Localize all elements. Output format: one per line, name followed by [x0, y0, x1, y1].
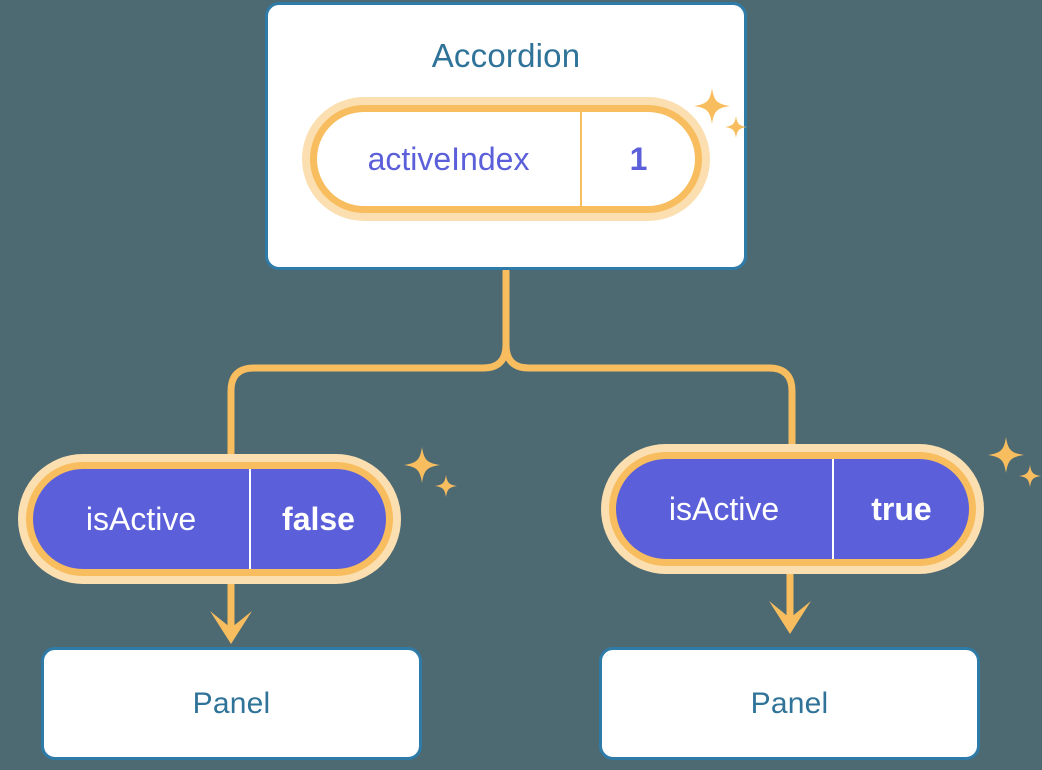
sparkle-group-left [404, 447, 457, 497]
state-pill-is-active-true[interactable]: isActive true [609, 452, 976, 566]
state-pill-value: false [282, 500, 355, 537]
sparkle-four-point-small-icon [1019, 465, 1041, 487]
state-pill-key: isActive [33, 469, 251, 569]
state-pill-key: isActive [616, 459, 834, 559]
sparkle-four-point-small-icon [435, 475, 457, 497]
state-pill-is-active-false[interactable]: isActive false [26, 462, 393, 576]
sparkle-four-point-large-icon [988, 437, 1024, 473]
panel-title: Panel [750, 686, 829, 720]
state-pill-active-index[interactable]: activeIndex 1 [310, 105, 702, 213]
arrow-down-icon-right [769, 566, 811, 634]
state-pill-key: activeIndex [317, 112, 582, 206]
sparkle-group-right [988, 437, 1041, 487]
state-pill-value: true [871, 490, 932, 527]
panel-node-card-right[interactable]: Panel [599, 647, 980, 760]
connector-branch-left [227, 341, 510, 466]
state-pill-value: 1 [629, 140, 648, 177]
sparkle-four-point-large-icon [404, 447, 440, 483]
connector-branch-right [502, 341, 796, 456]
panel-title: Panel [192, 686, 271, 720]
page-title: Accordion [431, 37, 581, 74]
panel-node-card-left[interactable]: Panel [41, 647, 422, 760]
arrow-down-icon-left [210, 576, 252, 644]
